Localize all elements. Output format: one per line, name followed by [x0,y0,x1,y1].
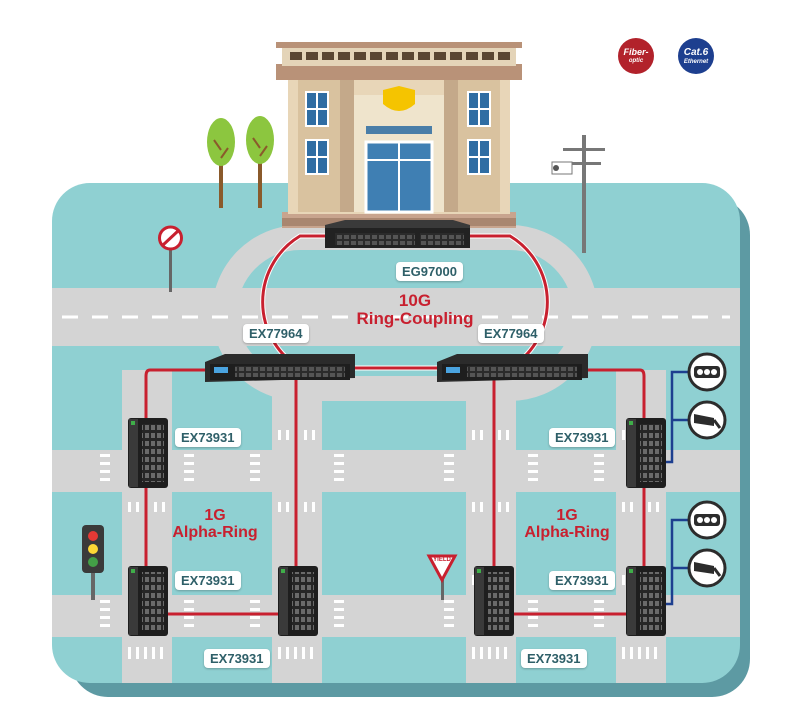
switch-agg-right [437,354,588,382]
utility-pole-camera [551,135,605,253]
label-agg-left: EX77964 [243,324,309,343]
switch-edge-right-bottom [474,566,514,636]
building [276,42,522,228]
ring-right-speed: 1G [556,507,578,524]
traffic-light [82,525,104,600]
ring-label-right: 1G Alpha-Ring [512,507,622,542]
cat6-badge-line2: Ethernet [683,59,709,65]
ring-core-name: Ring-Coupling [356,308,474,328]
ip-camera-icon [687,548,727,588]
switch-edge-left-top [128,418,168,488]
label-edge-right-mid: EX73931 [549,571,615,590]
no-entry-sign [158,225,183,292]
ring-right-name: Alpha-Ring [524,523,610,541]
ring-label-left: 1G Alpha-Ring [160,507,270,542]
label-edge-right-bottom: EX73931 [521,649,587,668]
label-edge-left-top: EX73931 [175,428,241,447]
switch-edge-right-top [626,418,666,488]
switch-agg-left [205,354,355,382]
ring-core-speed: 10G [398,291,432,310]
fiber-optic-badge: Fiber- optic [618,38,654,74]
yield-sign-text: YIELD [433,557,451,563]
switch-edge-left-mid [128,566,168,636]
ring-label-core: 10G Ring-Coupling [335,292,495,328]
traffic-light-device-icon [687,352,727,392]
label-edge-left-bottom: EX73931 [204,649,270,668]
ring-left-name: Alpha-Ring [172,523,258,541]
fiber-badge-line1: Fiber- [623,47,649,57]
trees [207,116,274,208]
cat6-ethernet-badge: Cat.6 Ethernet [678,38,714,74]
label-core-switch: EG97000 [396,262,463,281]
cat6-badge-line1: Cat.6 [683,47,709,58]
fiber-badge-line2: optic [628,58,644,64]
ip-camera-icon [687,400,727,440]
traffic-light-device-icon [687,500,727,540]
copper-links [664,370,690,606]
label-edge-left-mid: EX73931 [175,571,241,590]
switch-edge-right-mid [626,566,666,636]
switch-edge-left-bottom [278,566,318,636]
yield-sign [426,554,458,600]
ring-left-speed: 1G [204,507,226,524]
switch-core-eg97000 [325,220,470,248]
label-agg-right: EX77964 [478,324,544,343]
label-edge-right-top: EX73931 [549,428,615,447]
